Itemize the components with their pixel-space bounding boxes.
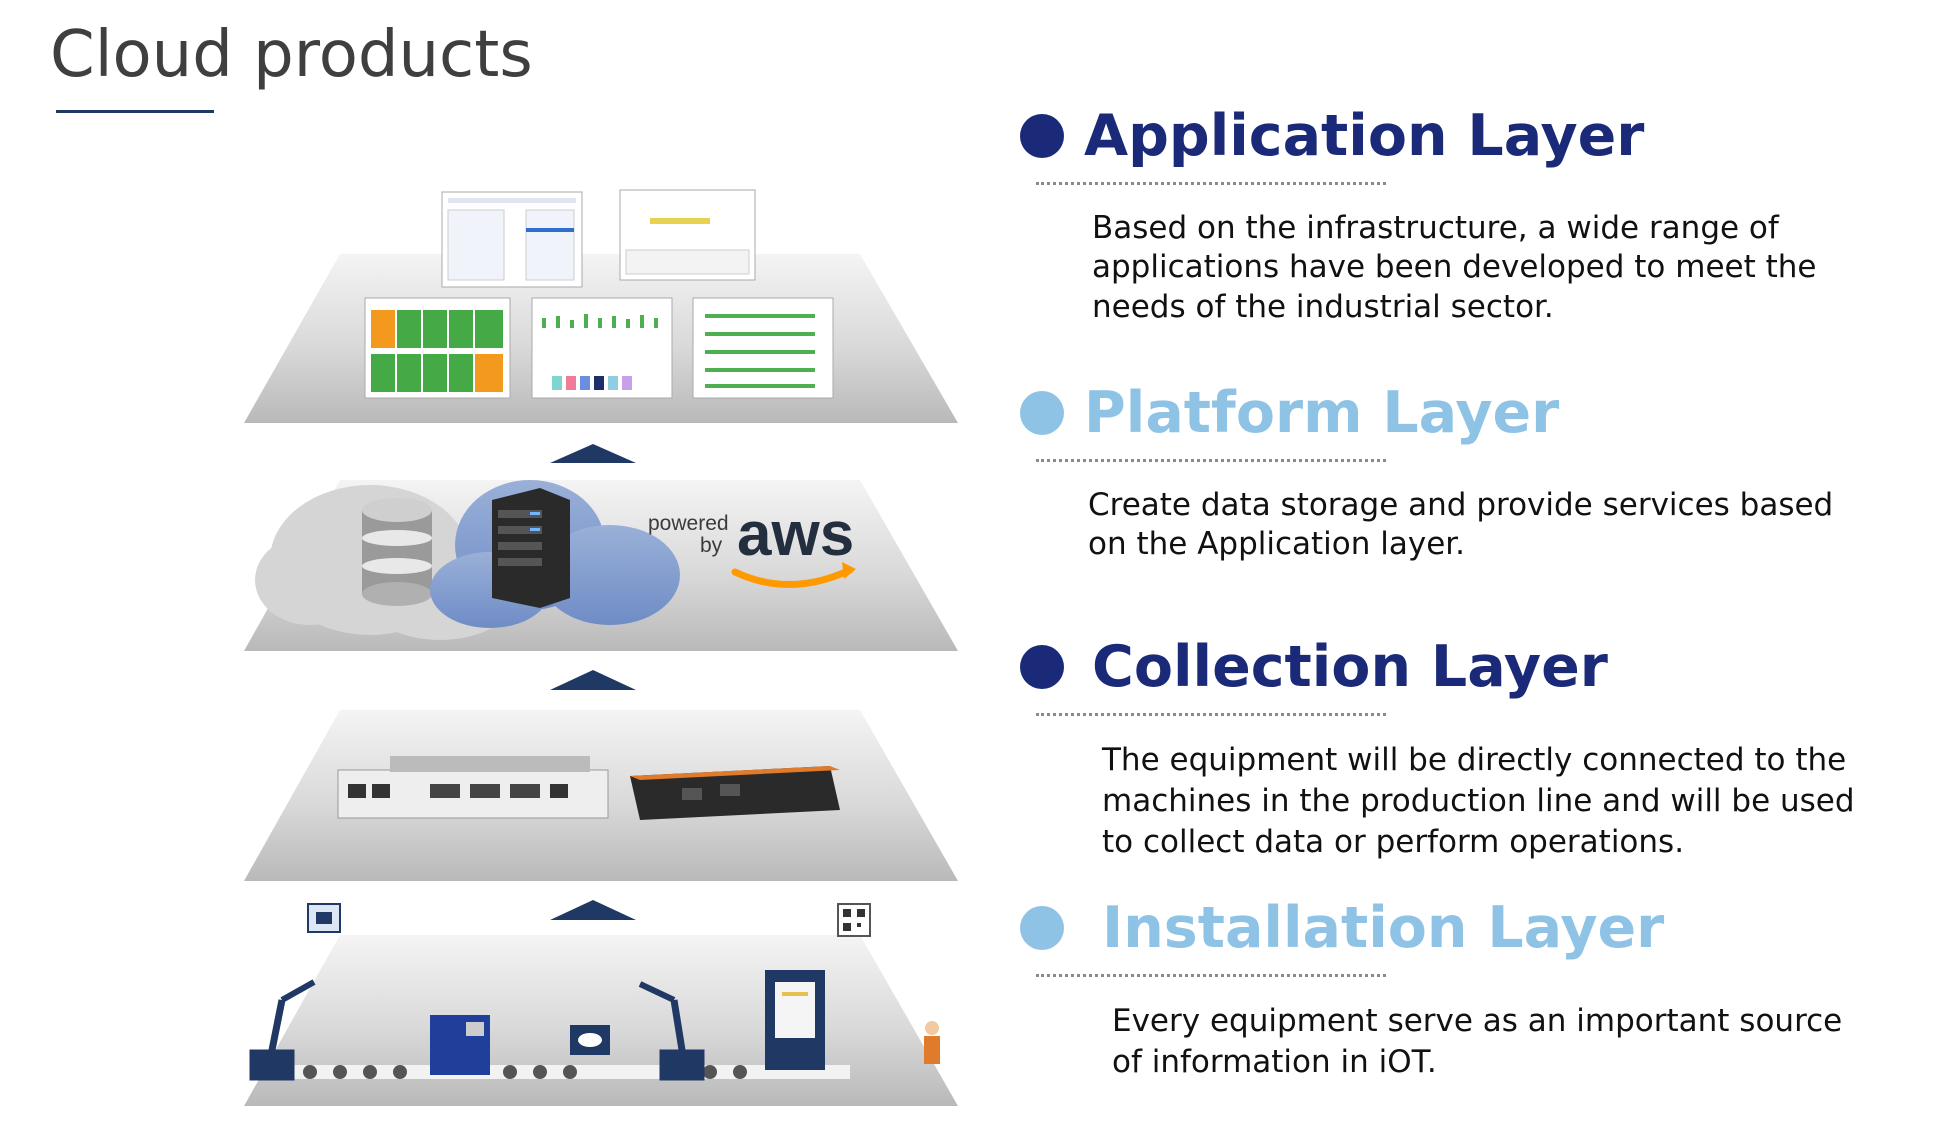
layer-block-platform: Platform Layer Create data storage and p…	[1020, 382, 1920, 565]
cloud-monitor-icon	[570, 1025, 610, 1055]
up-arrow-icon	[550, 444, 636, 463]
desc-line: to collect data or perform operations.	[1102, 823, 1685, 860]
dotted-divider	[1036, 712, 1386, 716]
title-underline	[56, 110, 214, 113]
desc-line: machines in the production line and will…	[1102, 782, 1855, 819]
application-platform	[244, 189, 958, 423]
bullet-dot-icon	[1020, 906, 1064, 951]
robot-arm-icon	[249, 979, 316, 1081]
app-screenshot	[619, 189, 756, 281]
aws-logo-text: aws	[737, 500, 854, 569]
layer-block-collection: Collection Layer The equipment will be d…	[1020, 636, 1920, 862]
app-screenshot	[692, 297, 834, 399]
aws-arrow-icon	[842, 562, 856, 579]
aws-smile-icon	[731, 566, 854, 588]
desc-line: on the Application layer.	[1088, 526, 1466, 563]
server-icon	[492, 488, 570, 608]
layer-description-installation: Every equipment serve as an important so…	[1112, 1001, 1920, 1083]
layer-title-collection: Collection Layer	[1092, 634, 1608, 700]
installation-platform	[244, 903, 958, 1106]
desc-line: Create data storage and provide services…	[1088, 486, 1834, 523]
desc-line: Based on the infrastructure, a wide rang…	[1092, 209, 1779, 246]
bullet-dot-icon	[1020, 645, 1064, 690]
up-arrow-icon	[550, 900, 636, 920]
database-icon	[362, 498, 432, 606]
bullet-dot-icon	[1020, 114, 1064, 159]
assembly-station-icon	[765, 970, 825, 1070]
bullet-dot-icon	[1020, 391, 1064, 436]
qr-code-icon	[837, 903, 871, 937]
layer-description-application: Based on the infrastructure, a wide rang…	[1092, 209, 1920, 328]
collection-platform	[244, 710, 958, 881]
desc-line: Every equipment serve as an important so…	[1112, 1002, 1843, 1039]
aws-by-text: by	[700, 534, 723, 557]
app-screenshot	[531, 297, 673, 399]
layer-block-installation: Installation Layer Every equipment serve…	[1020, 897, 1920, 1083]
desc-line: of information in iOT.	[1112, 1043, 1437, 1080]
desc-line: applications have been developed to meet…	[1092, 249, 1817, 286]
desc-line: The equipment will be directly connected…	[1102, 741, 1847, 778]
page-title: Cloud products	[50, 18, 533, 92]
layer-block-application: Application Layer Based on the infrastru…	[1020, 105, 1920, 328]
dotted-divider	[1036, 973, 1386, 977]
layer-title-application: Application Layer	[1084, 103, 1645, 169]
up-arrow-icon	[550, 670, 636, 690]
layer-title-platform: Platform Layer	[1084, 380, 1560, 446]
worker-icon	[924, 1021, 940, 1064]
layer-title-installation: Installation Layer	[1102, 895, 1665, 961]
app-screenshot	[364, 297, 511, 399]
platform-platform: powered by aws	[244, 480, 958, 651]
dotted-divider	[1036, 458, 1386, 462]
edge-computer-icon	[630, 766, 840, 820]
dotted-divider	[1036, 181, 1386, 185]
cnc-machine-icon	[430, 1015, 490, 1075]
layer-description-collection: The equipment will be directly connected…	[1102, 740, 1920, 863]
layer-stack-diagram: powered by aws	[244, 189, 958, 1106]
nfc-tag-icon	[307, 903, 341, 933]
industrial-gateway-icon	[337, 756, 609, 819]
app-screenshot	[441, 191, 583, 288]
desc-line: needs of the industrial sector.	[1092, 289, 1554, 326]
aws-powered-text: powered	[648, 512, 729, 535]
robot-arm-icon	[638, 981, 705, 1081]
layer-description-platform: Create data storage and provide services…	[1088, 486, 1920, 565]
